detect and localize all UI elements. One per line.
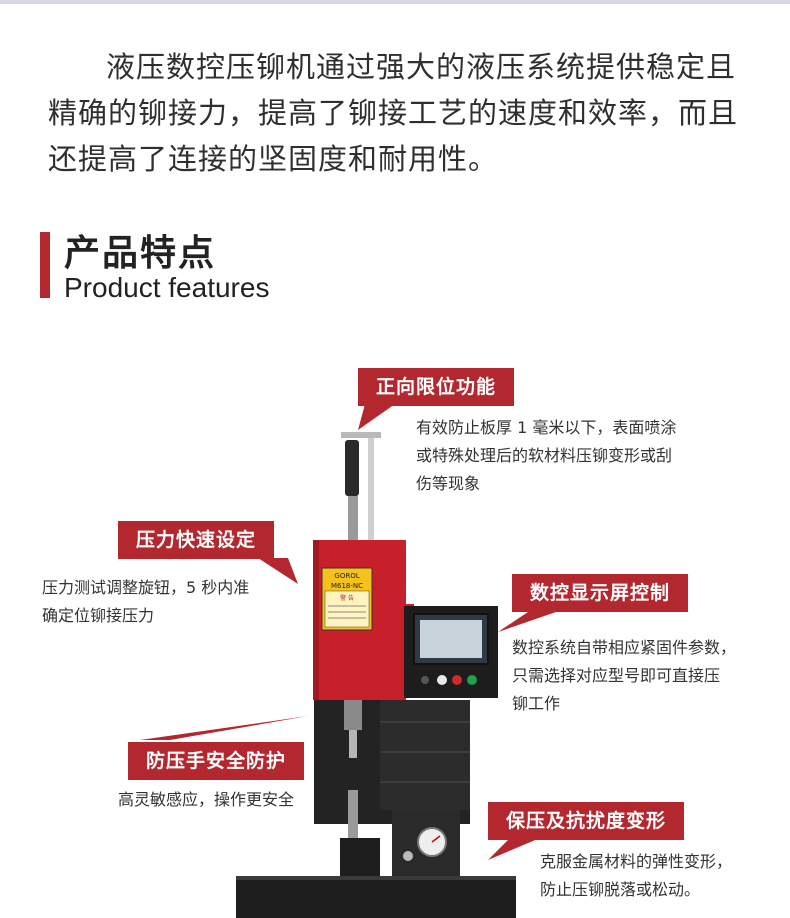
limit-rod-cap <box>341 432 381 438</box>
desc-line: 铆工作 <box>512 694 561 713</box>
knob <box>421 676 429 684</box>
desc-line: 伤等现象 <box>416 474 481 493</box>
section-title: 产品特点 <box>64 233 217 274</box>
feature-tag-limit: 正向限位功能 <box>358 368 515 406</box>
anvil <box>348 790 358 840</box>
callout-pointer-4 <box>140 716 308 740</box>
desc-line: 克服金属材料的弹性变形， <box>540 852 733 871</box>
desc-line: 或特殊处理后的软材料压铆变形或刮 <box>416 446 673 465</box>
punch-tip <box>349 730 357 758</box>
intro-line-1: 液压数控压铆机通过强大的液压系统提供稳定且 <box>106 50 737 84</box>
limit-rod-cylinder <box>345 440 359 496</box>
button-red <box>452 675 462 685</box>
limit-rod-guide <box>368 438 374 540</box>
intro-paragraph: 液压数控压铆机通过强大的液压系统提供稳定且精确的铆接力，提高了铆接工艺的速度和效… <box>48 44 748 182</box>
feature-tag-safety: 防压手安全防护 <box>128 742 305 780</box>
desc-line: 数控系统自带相应紧固件参数， <box>512 638 737 657</box>
callout-pointer-2 <box>258 558 298 584</box>
callout-pointer-5 <box>488 838 540 860</box>
machine-base <box>236 876 516 918</box>
limit-rod-shaft <box>348 496 358 540</box>
desc-line: 有效防止板厚 1 毫米以下，表面喷涂 <box>416 418 677 437</box>
punch-holder <box>344 700 362 730</box>
intro-line-3: 还提高了连接的坚固度和耐用性。 <box>48 142 499 176</box>
desc-line: 防止压铆脱落或松动。 <box>540 880 701 899</box>
intro-line-2: 精确的铆接力，提高了铆接工艺的速度和效率，而且 <box>48 96 739 130</box>
button-green <box>467 675 477 685</box>
section-accent-bar <box>40 232 50 298</box>
desc-line: 只需选择对应型号即可直接压 <box>512 666 721 685</box>
label-brand: GOROL <box>334 572 359 580</box>
callout-pointer-3 <box>498 612 556 632</box>
section-subtitle: Product features <box>64 272 270 303</box>
callout-pointer-1 <box>358 404 395 430</box>
display-screen <box>420 620 482 658</box>
feature-desc-limit: 有效防止板厚 1 毫米以下，表面喷涂 或特殊处理后的软材料压铆变形或刮 伤等现象 <box>416 414 676 498</box>
button-white <box>437 675 447 685</box>
desc-line: 确定位铆接压力 <box>42 606 155 625</box>
feature-desc-pressure: 压力测试调整旋钮，5 秒内准 确定位铆接压力 <box>42 574 249 630</box>
feature-tag-holding: 保压及抗扰度变形 <box>488 802 685 840</box>
feature-desc-cnc: 数控系统自带相应紧固件参数， 只需选择对应型号即可直接压 铆工作 <box>512 634 736 718</box>
feature-desc-holding: 克服金属材料的弹性变形， 防止压铆脱落或松动。 <box>540 848 732 904</box>
feature-desc-safety: 高灵敏感应，操作更安全 <box>118 786 294 814</box>
label-warning: 警 告 <box>340 594 354 602</box>
desc-line: 高灵敏感应，操作更安全 <box>118 790 295 809</box>
desc-line: 压力测试调整旋钮，5 秒内准 <box>42 578 250 597</box>
feature-tag-pressure: 压力快速设定 <box>118 521 275 559</box>
label-model: M618-NC <box>331 582 363 590</box>
top-divider <box>0 0 790 4</box>
feature-tag-cnc: 数控显示屏控制 <box>512 574 689 612</box>
